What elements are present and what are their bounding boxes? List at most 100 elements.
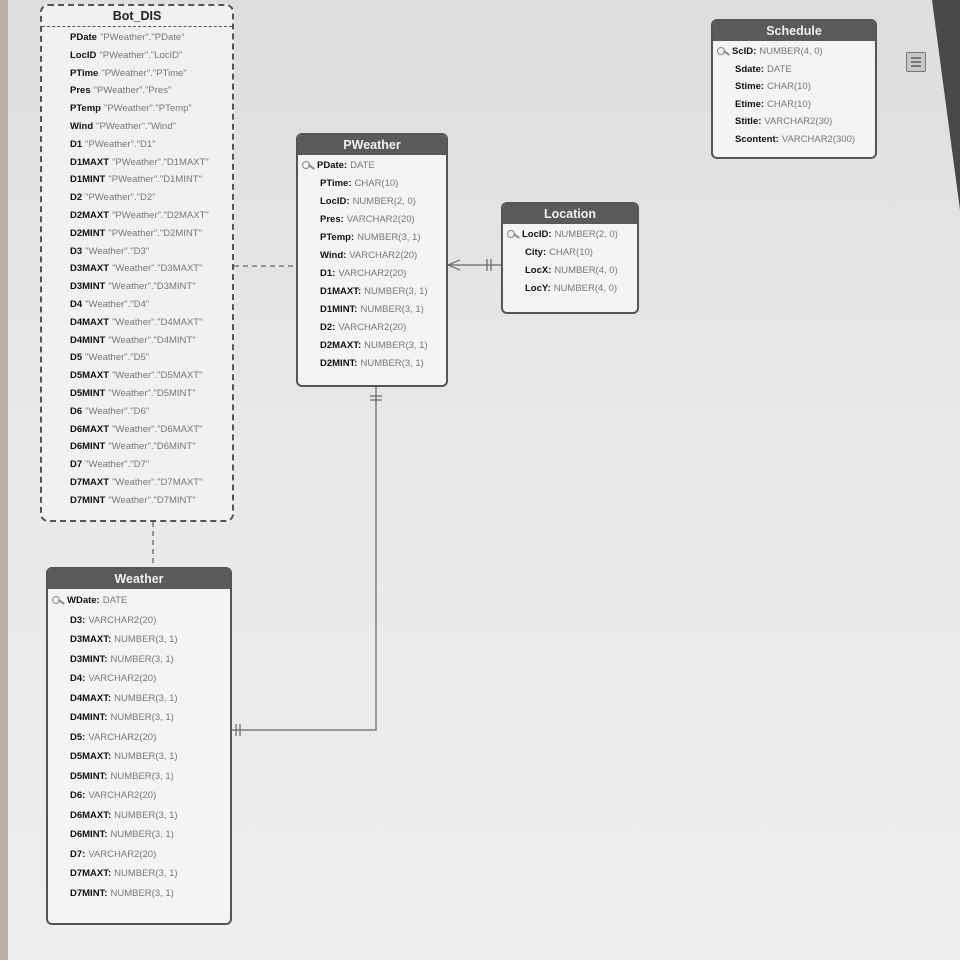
column-name: D3MAXT: <box>70 634 112 645</box>
column-row: D3"Weather"."D3" <box>46 243 228 261</box>
column-type: VARCHAR2(20) <box>88 848 157 860</box>
column-type: "PWeather"."Pres" <box>93 85 172 97</box>
column-row: D7:VARCHAR2(20) <box>52 845 226 865</box>
relation-pweather-location <box>447 259 501 271</box>
column-row: PDate:DATE <box>302 157 442 175</box>
column-type: VARCHAR2(20) <box>338 322 407 333</box>
column-row: D2:VARCHAR2(20) <box>302 319 442 337</box>
column-name: D4MINT: <box>70 712 108 723</box>
column-name: D2MAXT: <box>320 340 362 351</box>
column-type: NUMBER(3, 1) <box>360 304 424 315</box>
column-type: VARCHAR2(20) <box>88 614 157 626</box>
column-name: D4 <box>70 298 83 310</box>
column-row: Pres:VARCHAR2(20) <box>302 211 442 229</box>
column-name: D1MAXT: <box>320 286 362 297</box>
column-name: D2 <box>70 192 83 204</box>
column-type: "Weather"."D7MAXT" <box>112 476 203 488</box>
column-type: NUMBER(3, 1) <box>114 634 178 645</box>
column-row: D4MAXT"Weather"."D4MAXT" <box>46 314 228 332</box>
column-row: PTime:CHAR(10) <box>302 175 442 193</box>
column-row: D5MINT"Weather"."D5MINT" <box>46 385 228 403</box>
column-name: D5MAXT <box>70 370 110 382</box>
column-type: "Weather"."D4MINT" <box>108 334 196 346</box>
column-name: D7 <box>70 459 83 471</box>
column-name: Etime: <box>735 98 765 110</box>
column-type: VARCHAR2(20) <box>338 268 407 279</box>
column-row: Wind"PWeather"."Wind" <box>46 118 228 136</box>
column-name: D2MINT <box>70 227 106 239</box>
column-name: LocX: <box>525 265 552 276</box>
column-row: D7MINT"Weather"."D7MINT" <box>46 492 228 510</box>
column-row: D7MAXT"Weather"."D7MAXT" <box>46 474 228 492</box>
schedule-table[interactable]: Schedule ScID:NUMBER(4, 0)Sdate:DATE Stim… <box>711 19 877 159</box>
column-type: "Weather"."D4" <box>85 298 150 310</box>
column-list: LocID:NUMBER(2, 0)City:CHAR(10)LocX:NUMB… <box>503 224 637 302</box>
column-type: "PWeather"."D1" <box>85 138 156 150</box>
column-name: D6MINT: <box>70 829 108 840</box>
column-name: D5MINT <box>70 387 106 399</box>
column-name: LocID: <box>320 196 350 207</box>
column-row: D5MAXT:NUMBER(3, 1) <box>52 747 226 767</box>
column-type: NUMBER(4, 0) <box>553 283 618 294</box>
column-name: D6 <box>70 405 83 417</box>
column-row: D1MINT:NUMBER(3, 1) <box>302 301 442 319</box>
column-row: PTemp"PWeather"."PTemp" <box>46 100 228 118</box>
column-type: NUMBER(3, 1) <box>114 692 178 704</box>
entity-title: Schedule <box>713 21 875 41</box>
column-name: D6MAXT: <box>70 809 112 821</box>
column-type: CHAR(10) <box>767 98 811 110</box>
column-name: D5: <box>70 731 86 743</box>
column-type: NUMBER(3, 1) <box>114 868 178 879</box>
column-name: D3MINT <box>70 281 106 293</box>
column-type: NUMBER(4, 0) <box>759 46 823 57</box>
primary-key-icon <box>52 596 64 605</box>
column-row: D2"PWeather"."D2" <box>46 189 228 207</box>
column-name: D4: <box>70 673 86 684</box>
column-row: D3MAXT:NUMBER(3, 1) <box>52 630 226 650</box>
bot-dis-view[interactable]: Bot_DIS PDate"PWeather"."PDate"LocID"PWe… <box>40 4 234 522</box>
column-type: VARCHAR2(20) <box>88 731 157 743</box>
column-row: Wind:VARCHAR2(20) <box>302 247 442 265</box>
column-type: "Weather"."D3" <box>85 245 150 257</box>
entity-title: Location <box>503 204 637 224</box>
column-type: NUMBER(3, 1) <box>110 770 174 782</box>
document-icon <box>906 52 926 72</box>
column-type: VARCHAR2(20) <box>88 790 157 801</box>
column-name: D6MAXT <box>70 423 110 435</box>
column-type: DATE <box>767 63 792 75</box>
location-table[interactable]: Location LocID:NUMBER(2, 0)City:CHAR(10)… <box>501 202 639 314</box>
column-name: D4MINT <box>70 334 106 346</box>
column-name: D7MINT: <box>70 887 108 899</box>
primary-key-icon <box>717 47 729 56</box>
primary-key-icon <box>507 230 519 239</box>
column-row: Etime:CHAR(10) <box>717 96 871 114</box>
column-row: D7"Weather"."D7" <box>46 456 228 474</box>
column-row: D5:VARCHAR2(20) <box>52 728 226 748</box>
column-type: NUMBER(3, 1) <box>110 829 174 840</box>
column-row: Sdate:DATE <box>717 61 871 79</box>
column-row: ScID:NUMBER(4, 0) <box>717 43 871 61</box>
column-type: "PWeather"."PTemp" <box>103 103 192 115</box>
column-type: NUMBER(3, 1) <box>114 809 178 821</box>
column-name: D6MINT <box>70 441 106 453</box>
column-name: D3 <box>70 245 83 257</box>
column-type: "Weather"."D5MINT" <box>108 387 196 399</box>
column-type: "PWeather"."D2" <box>85 192 156 204</box>
column-list: PDate"PWeather"."PDate"LocID"PWeather"."… <box>42 27 232 514</box>
column-type: VARCHAR2(20) <box>349 250 418 261</box>
column-type: "Weather"."D3MAXT" <box>112 263 203 275</box>
column-name: Stime: <box>735 81 765 92</box>
column-name: D1MINT: <box>320 304 358 315</box>
column-row: D6MAXT:NUMBER(3, 1) <box>52 806 226 826</box>
column-row: PTemp:NUMBER(3, 1) <box>302 229 442 247</box>
column-name: D5 <box>70 352 83 364</box>
column-row: LocX:NUMBER(4, 0) <box>507 262 633 280</box>
column-name: D2MAXT <box>70 209 110 221</box>
column-name: D3MINT: <box>70 653 108 665</box>
column-row: D3MAXT"Weather"."D3MAXT" <box>46 260 228 278</box>
column-type: NUMBER(3, 1) <box>364 340 428 351</box>
